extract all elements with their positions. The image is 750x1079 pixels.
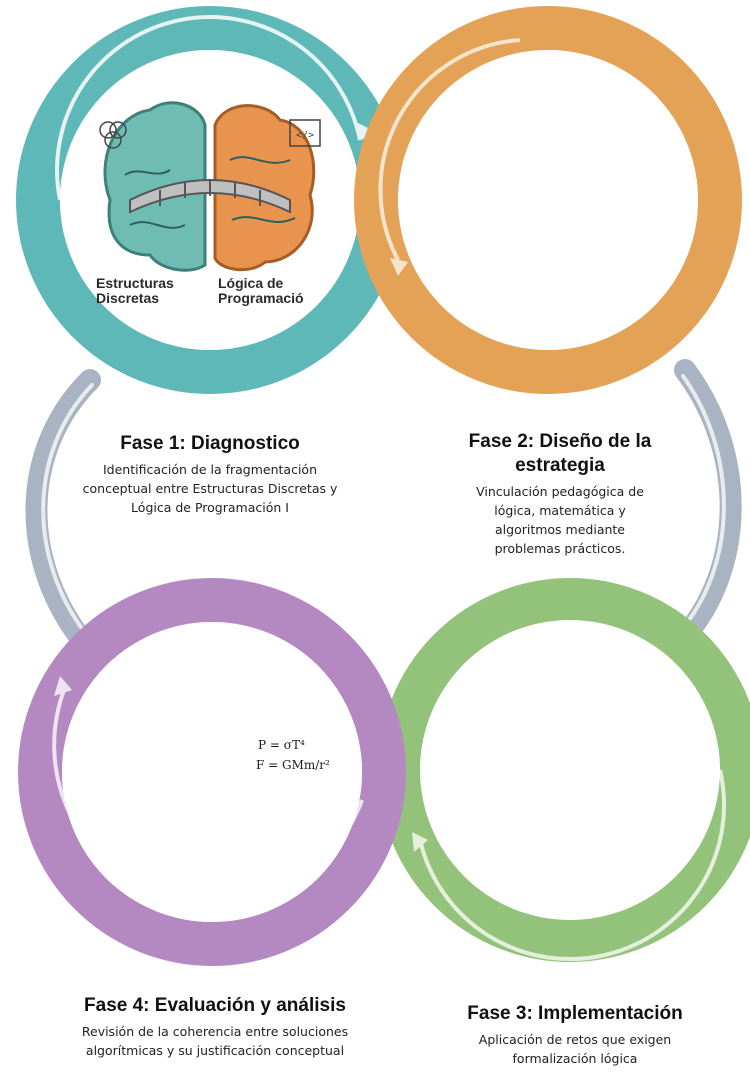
- phase-1-text: Fase 1: Diagnostico Identificación de la…: [75, 432, 345, 517]
- phase-4-text: Fase 4: Evaluación y análisis Revisión d…: [55, 994, 375, 1060]
- phase-2-ring: [354, 6, 742, 394]
- connector-left: [25, 369, 101, 651]
- phase-3-description: Aplicación de retos que exigen formaliza…: [478, 1032, 672, 1066]
- phase-2-description: Vinculación pedagógica de lógica, matemá…: [476, 484, 644, 556]
- connector-right: [674, 359, 742, 641]
- cycle-connectors: [25, 359, 742, 651]
- phase-3-title: Fase 3: Implementación: [467, 1003, 683, 1024]
- formula-stefan-boltzmann: P = σT⁴: [258, 738, 305, 752]
- phase-1-title: Fase 1: Diagnostico: [120, 433, 300, 454]
- svg-text:</>: </>: [296, 130, 314, 141]
- arrow-head-icon: [390, 258, 408, 276]
- phase-3-text: Fase 3: Implementación Aplicación de ret…: [430, 1002, 720, 1068]
- phase-3-ring: [378, 578, 750, 962]
- phase-1-description: Identificación de la fragmentación conce…: [82, 462, 338, 515]
- phase-4-ring: [18, 578, 406, 966]
- phase-4-description: Revisión de la coherencia entre solucion…: [81, 1024, 349, 1058]
- phase-2-text: Fase 2: Diseño de la estrategia Vinculac…: [450, 430, 670, 558]
- image-label-structures: Estructuras Discretas: [96, 275, 174, 306]
- phase-2-title: Fase 2: Diseño de la estrategia: [468, 431, 652, 476]
- arrow-head-icon: [54, 676, 72, 696]
- logic-gate-icons: </>: [99, 119, 321, 149]
- image-label-programming: Lógica de Programació: [218, 275, 304, 306]
- phase-4-title: Fase 4: Evaluación y análisis: [84, 995, 346, 1016]
- arrow-head-icon: [356, 122, 372, 140]
- arrow-head-icon: [412, 832, 428, 852]
- formula-gravitation: F = GMm/r²: [256, 758, 330, 772]
- phase-1-brain-illustration: </>: [99, 101, 321, 272]
